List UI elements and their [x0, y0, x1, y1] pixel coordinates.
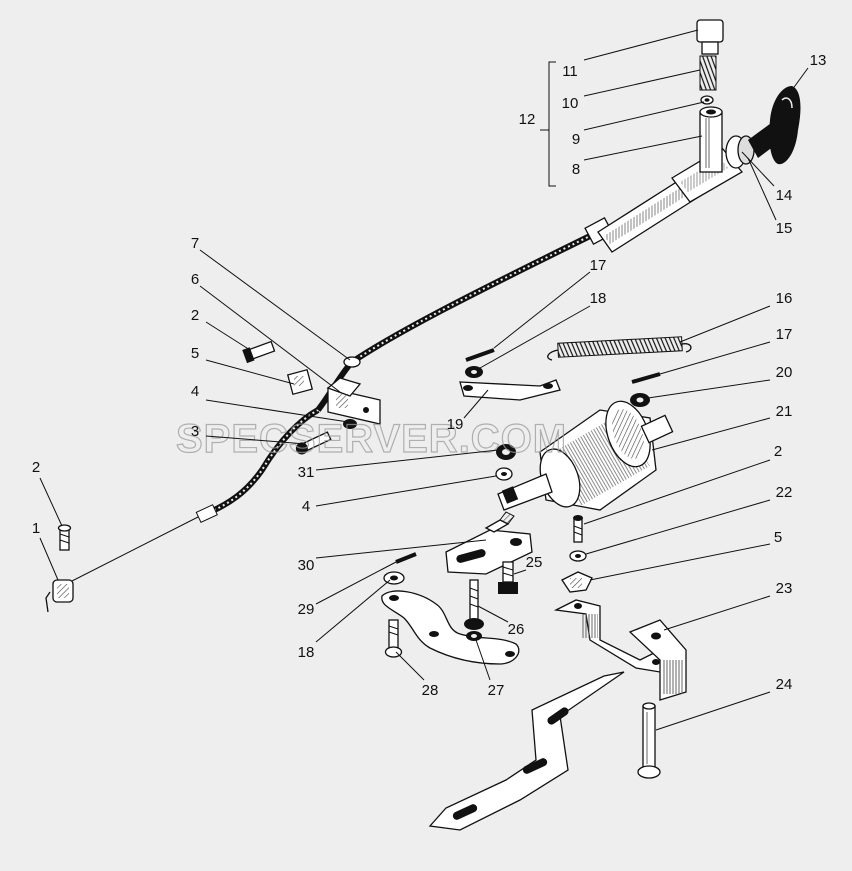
- label-25: 25: [526, 554, 543, 571]
- label-2-lever: 2: [32, 459, 40, 476]
- watermark-text: SPECSERVER.COM: [176, 417, 567, 461]
- label-15: 15: [776, 220, 793, 237]
- cable-bracket: [242, 340, 381, 455]
- mounting-bracket: [428, 515, 687, 831]
- label-18-top: 18: [590, 290, 607, 307]
- label-6: 6: [191, 271, 199, 288]
- cable-housing-assembly: [540, 19, 801, 253]
- label-11: 11: [562, 63, 578, 80]
- label-31: 31: [298, 464, 315, 481]
- label-2-bracket: 2: [191, 307, 199, 324]
- lever-clip: [45, 524, 74, 613]
- label-18-bottom: 18: [298, 644, 315, 661]
- label-16: 16: [776, 290, 793, 307]
- label-8: 8: [572, 161, 580, 178]
- label-21: 21: [776, 403, 793, 420]
- label-22: 22: [776, 484, 793, 501]
- label-17-right: 17: [776, 326, 793, 343]
- lever-plate: [381, 561, 520, 665]
- label-2-mount: 2: [774, 443, 782, 460]
- label-17-left: 17: [590, 257, 607, 274]
- solenoid: [495, 400, 674, 511]
- label-23: 23: [776, 580, 793, 597]
- label-12: 12: [519, 111, 536, 128]
- label-14: 14: [776, 187, 793, 204]
- label-3: 3: [191, 423, 199, 440]
- part-labels: 11 10 12 9 8 13 14 15 7 6 2 5 4 3 2 1 17…: [32, 52, 827, 699]
- label-29: 29: [298, 601, 315, 618]
- label-5-mount: 5: [774, 529, 782, 546]
- label-4-bracket: 4: [191, 383, 199, 400]
- label-28: 28: [422, 682, 439, 699]
- label-1: 1: [32, 520, 40, 537]
- label-20: 20: [776, 364, 793, 381]
- label-9: 9: [572, 131, 580, 148]
- label-24: 24: [776, 676, 793, 693]
- label-19: 19: [447, 416, 464, 433]
- spring-linkage: [459, 336, 692, 407]
- label-26: 26: [508, 621, 525, 638]
- leader-lines: [39, 29, 809, 731]
- label-30: 30: [298, 557, 315, 574]
- label-13: 13: [810, 52, 827, 69]
- clevis-plate: [395, 511, 533, 575]
- label-5-bracket: 5: [191, 345, 199, 362]
- label-7: 7: [191, 235, 199, 252]
- label-27: 27: [488, 682, 505, 699]
- label-10: 10: [562, 95, 579, 112]
- label-4-solenoid: 4: [302, 498, 310, 515]
